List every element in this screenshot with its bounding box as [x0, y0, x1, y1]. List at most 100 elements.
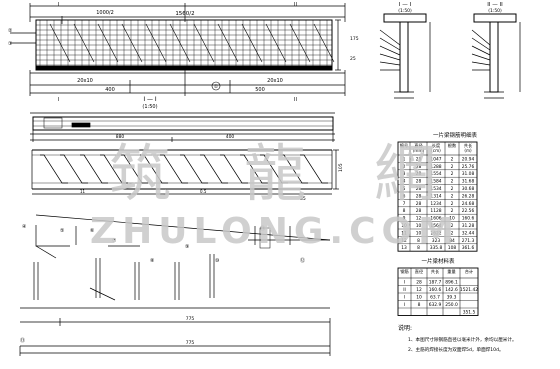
table-cell: 2	[451, 223, 454, 229]
table-cell: I	[404, 302, 405, 308]
elev-bottom-dim-3: 400	[105, 87, 115, 93]
table-cell: 108	[448, 245, 457, 251]
table-cell: 142.6	[445, 287, 458, 293]
table-cell: 28	[416, 208, 422, 214]
table-cell: 351.5	[463, 310, 476, 316]
table-cell: 2	[451, 171, 454, 177]
table-cell: 31.68	[462, 179, 475, 185]
table-cell: 28	[416, 280, 422, 286]
panel-dim-4: 35	[300, 196, 306, 202]
elev-mark-I-bottom: I	[58, 97, 59, 103]
table-cell: 5	[403, 186, 406, 192]
bent-bar-line	[313, 23, 335, 63]
note-2: 2、主筋的焊接长度为双面焊5d，单面焊10d。	[408, 346, 504, 353]
table-cell: 8	[418, 302, 421, 308]
cross-section-2	[471, 13, 521, 99]
detail-mark: ⑪	[260, 225, 265, 232]
cross-section-1	[379, 13, 431, 99]
detail-bottom-dim-1: 775	[186, 316, 195, 322]
table-header-cell: (m)	[464, 148, 472, 153]
bent-bar-line	[241, 23, 263, 63]
table-cell: 28	[416, 164, 422, 170]
detail-mark: ⑤	[60, 228, 64, 234]
table-cell: II	[403, 287, 406, 293]
bent-bar-line	[73, 23, 95, 63]
table-cell: 12	[401, 238, 407, 244]
table-cell: 1314	[430, 193, 441, 199]
table-header-cell: 直径	[415, 268, 423, 274]
table-cell: 3	[403, 171, 406, 177]
section-I-title: I — I	[143, 96, 157, 103]
bent-bar-line	[121, 23, 143, 63]
table-cell: 4	[403, 179, 406, 185]
table-header-cell: 编号	[400, 142, 408, 149]
rebar-bend-panel	[31, 149, 339, 195]
table-cell: 25.76	[462, 164, 475, 170]
table-cell: 28	[416, 201, 422, 207]
table-cell: 31.08	[462, 171, 475, 177]
table-header-cell: 共长	[431, 268, 440, 275]
bent-bar-shape	[60, 154, 88, 184]
small-section-1-title: I — I	[399, 2, 412, 8]
table-cell: 1554	[430, 171, 441, 177]
elev-side-dim-2: 25	[350, 56, 356, 62]
elev-bottom-dim-2: 20x10	[267, 78, 283, 84]
panel-dim-1: 11	[80, 189, 86, 194]
table-header-cell: 钢筋	[400, 268, 408, 275]
section-I-dim-2: 400	[226, 134, 235, 140]
watermark-char-2: 龍	[244, 137, 306, 210]
elev-mark-I: I	[58, 2, 59, 8]
watermark: 筑 龍 網 ZHULONG.COM	[90, 137, 454, 252]
bent-bar-shape	[40, 154, 68, 184]
elev-mark-II-bottom: II	[294, 97, 297, 103]
elev-circle-mark: ①	[214, 84, 219, 90]
bent-bar-line	[49, 23, 71, 63]
table-cell: 160.6	[462, 216, 475, 222]
table-cell: 84	[449, 238, 455, 244]
elev-mark-II: II	[294, 2, 297, 8]
small-section-2-scale: (1:50)	[488, 8, 502, 14]
table-cell: 10	[416, 295, 422, 301]
table-cell: 632.9	[429, 302, 442, 308]
table-cell: 1288	[430, 164, 441, 170]
table-cell: 10	[401, 223, 407, 229]
table-cell: 1606	[430, 216, 441, 222]
table-cell: I	[404, 295, 405, 301]
table-cell: 187.7	[429, 280, 442, 286]
elev-bottom-dim-1: 20x10	[77, 78, 93, 84]
table-cell: 1521.42	[460, 287, 478, 293]
table-cell: 1128	[430, 208, 441, 214]
table-cell: 12	[416, 216, 422, 222]
table-header-cell: 重量	[447, 268, 455, 275]
table-cell: 30.68	[462, 186, 475, 192]
table-cell: 1	[403, 156, 406, 162]
section-I-strip	[30, 112, 335, 142]
table-cell: 8	[417, 238, 420, 244]
elev-left-label-1: ①	[8, 41, 13, 47]
table-cell: 2	[451, 156, 454, 162]
table-cell: 1622	[430, 230, 441, 236]
table-cell: 7	[403, 201, 406, 207]
table-header-cell: 根数	[448, 142, 457, 149]
table1-title: 一片梁钢筋明细表	[433, 131, 478, 139]
detail-mark: ⑦	[112, 238, 117, 244]
beam-elevation	[10, 3, 346, 96]
elev-left-label-2: ②	[8, 28, 13, 34]
rebar-details	[19, 214, 331, 356]
table-cell: 2	[451, 201, 454, 207]
table-header-cell: 长度	[432, 142, 441, 149]
table2-title: 一片梁材料表	[421, 257, 455, 265]
note-1: 1、本图尺寸除钢筋直径以毫米计外，余均以厘米计。	[408, 336, 517, 343]
bent-bar-line	[169, 23, 191, 63]
table-header-cell: 共长	[464, 142, 473, 149]
panel-dim-2: 0.5	[200, 189, 207, 194]
elev-top-dim-2: 1560/2	[175, 11, 194, 17]
table-cell: 11	[401, 230, 407, 236]
table-cell: 8	[417, 245, 420, 251]
table-cell: 323	[432, 238, 441, 244]
table-cell: 2	[451, 164, 454, 170]
table-cell: 31.28	[462, 223, 475, 229]
small-section-1-scale: (1:50)	[398, 8, 412, 14]
